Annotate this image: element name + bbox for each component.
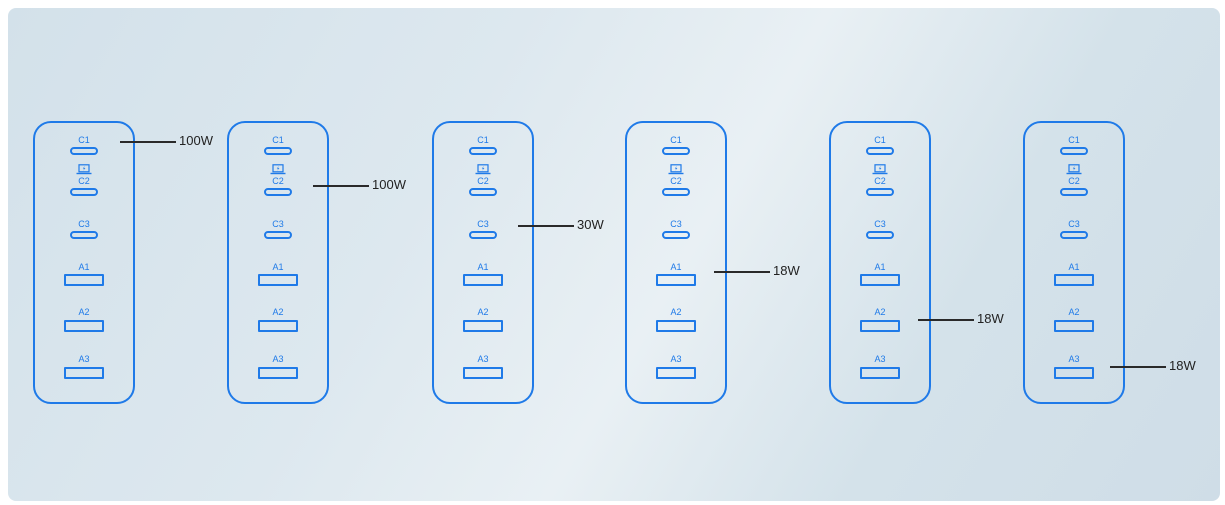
laptop-charging-icon	[76, 164, 92, 175]
charger-6: C1 C2 C3 A1 A2 A3	[1023, 121, 1125, 404]
port-label-a1: A1	[670, 262, 682, 272]
charger-2: C1 C2 C3 A1 A2 A3	[227, 121, 329, 404]
laptop-charging-icon	[475, 164, 491, 175]
port-label-a1: A1	[874, 262, 886, 272]
wattage-label: 18W	[977, 311, 1004, 326]
port-c2	[866, 188, 894, 196]
port-label-a1: A1	[78, 262, 90, 272]
port-c3	[662, 231, 690, 239]
wattage-label: 100W	[372, 177, 406, 192]
laptop-charging-icon	[1066, 164, 1082, 175]
port-c3	[866, 231, 894, 239]
port-label-a3: A3	[1068, 354, 1080, 364]
port-a3	[258, 367, 298, 379]
port-a3	[1054, 367, 1094, 379]
port-label-c1: C1	[1068, 135, 1080, 145]
port-a1	[1054, 274, 1094, 286]
port-a1	[860, 274, 900, 286]
port-label-a3: A3	[477, 354, 489, 364]
port-c3	[469, 231, 497, 239]
port-label-c3: C3	[670, 219, 682, 229]
port-c2	[662, 188, 690, 196]
port-a1	[64, 274, 104, 286]
charger-3: C1 C2 C3 A1 A2 A3	[432, 121, 534, 404]
port-label-a1: A1	[272, 262, 284, 272]
port-c1	[1060, 147, 1088, 155]
port-label-c3: C3	[477, 219, 489, 229]
port-c3	[1060, 231, 1088, 239]
port-label-a1: A1	[1068, 262, 1080, 272]
port-a1	[656, 274, 696, 286]
charger-5: C1 C2 C3 A1 A2 A3	[829, 121, 931, 404]
port-c2	[1060, 188, 1088, 196]
port-label-a3: A3	[272, 354, 284, 364]
port-label-a2: A2	[477, 307, 489, 317]
callout-line	[313, 185, 369, 187]
port-label-c1: C1	[874, 135, 886, 145]
port-label-c2: C2	[1068, 176, 1080, 186]
port-label-c2: C2	[477, 176, 489, 186]
wattage-label: 100W	[179, 133, 213, 148]
port-label-a2: A2	[1068, 307, 1080, 317]
port-a3	[463, 367, 503, 379]
port-c2	[264, 188, 292, 196]
port-a2	[258, 320, 298, 332]
port-label-c2: C2	[272, 176, 284, 186]
port-label-c3: C3	[874, 219, 886, 229]
port-c3	[264, 231, 292, 239]
port-c3	[70, 231, 98, 239]
port-a3	[656, 367, 696, 379]
port-label-c1: C1	[78, 135, 90, 145]
port-c1	[264, 147, 292, 155]
callout-line	[714, 271, 770, 273]
port-c2	[70, 188, 98, 196]
port-a2	[463, 320, 503, 332]
port-label-a3: A3	[874, 354, 886, 364]
port-label-a3: A3	[670, 354, 682, 364]
port-label-c2: C2	[670, 176, 682, 186]
port-a2	[64, 320, 104, 332]
port-a3	[64, 367, 104, 379]
port-label-a2: A2	[78, 307, 90, 317]
charger-1: C1 C2 C3 A1 A2 A3	[33, 121, 135, 404]
charger-4: C1 C2 C3 A1 A2 A3	[625, 121, 727, 404]
port-c1	[70, 147, 98, 155]
port-a2	[1054, 320, 1094, 332]
port-label-c3: C3	[272, 219, 284, 229]
callout-line	[518, 225, 574, 227]
port-a3	[860, 367, 900, 379]
diagram-canvas: C1 C2 C3 A1 A2 A3 C1 C2 C3 A1 A2 A3 C1 C…	[8, 8, 1220, 501]
port-label-c1: C1	[477, 135, 489, 145]
port-label-a2: A2	[874, 307, 886, 317]
wattage-label: 18W	[773, 263, 800, 278]
port-c2	[469, 188, 497, 196]
callout-line	[918, 319, 974, 321]
port-label-c3: C3	[78, 219, 90, 229]
port-label-a3: A3	[78, 354, 90, 364]
port-label-c2: C2	[78, 176, 90, 186]
port-label-c1: C1	[272, 135, 284, 145]
port-label-c3: C3	[1068, 219, 1080, 229]
port-c1	[662, 147, 690, 155]
port-label-a2: A2	[670, 307, 682, 317]
port-a2	[860, 320, 900, 332]
wattage-label: 30W	[577, 217, 604, 232]
port-label-a2: A2	[272, 307, 284, 317]
port-label-c1: C1	[670, 135, 682, 145]
laptop-charging-icon	[872, 164, 888, 175]
port-a1	[258, 274, 298, 286]
port-a2	[656, 320, 696, 332]
port-c1	[469, 147, 497, 155]
callout-line	[1110, 366, 1166, 368]
port-label-a1: A1	[477, 262, 489, 272]
callout-line	[120, 141, 176, 143]
port-c1	[866, 147, 894, 155]
port-label-c2: C2	[874, 176, 886, 186]
laptop-charging-icon	[668, 164, 684, 175]
wattage-label: 18W	[1169, 358, 1196, 373]
port-a1	[463, 274, 503, 286]
laptop-charging-icon	[270, 164, 286, 175]
